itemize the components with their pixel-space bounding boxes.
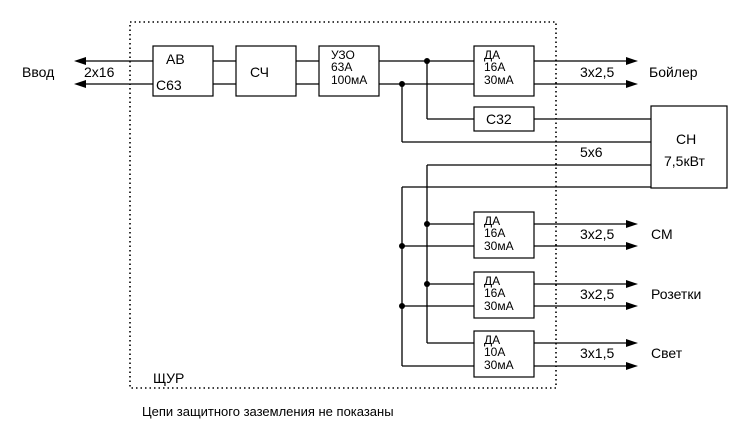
rcbo-light-current: 10А (484, 345, 505, 359)
rcbo-washer (473, 211, 535, 259)
input-wires (74, 57, 153, 88)
electric-meter (235, 45, 297, 97)
rcbo-washer-type: ДА (484, 214, 500, 228)
footnote: Цепи защитного заземления не показаны (142, 404, 394, 419)
washer-label: СМ (651, 226, 673, 242)
stove-label: СН (676, 131, 696, 147)
rcbo-sockets-leakage: 30мА (484, 299, 514, 313)
main-rcd-type: УЗО (331, 48, 355, 62)
rcbo-boiler-leakage: 30мА (484, 73, 514, 87)
panel-label: ЩУР (153, 370, 184, 386)
main-bus (379, 58, 651, 143)
stove-box (650, 105, 728, 189)
main-breaker-rating: С63 (156, 77, 182, 93)
washer-cable-label: 3x2,5 (580, 226, 614, 242)
stove-breaker-label: С32 (486, 111, 512, 127)
stove-power: 7,5кВт (664, 153, 705, 169)
rcbo-sockets-type: ДА (484, 274, 500, 288)
main-rcd (318, 45, 380, 97)
boiler-output-wires (534, 57, 638, 88)
rcbo-light-leakage: 30мА (484, 358, 514, 372)
rcbo-washer-leakage: 30мА (484, 239, 514, 253)
sockets-cable-label: 3x2,5 (580, 286, 614, 302)
rcbo-light-type: ДА (484, 333, 500, 347)
boiler-label: Бойлер (649, 64, 698, 80)
washer-output-wires (534, 220, 638, 250)
input-label: Ввод (22, 64, 54, 80)
boiler-cable-label: 3x2,5 (580, 64, 614, 80)
light-label: Свет (651, 345, 683, 361)
lower-group-bus (399, 164, 651, 367)
main-breaker-type: АВ (166, 51, 185, 67)
rcbo-sockets (473, 271, 535, 319)
rcbo-boiler-type: ДА (484, 48, 500, 62)
main-breaker (152, 45, 214, 97)
rcbo-boiler (473, 45, 535, 97)
rcbo-washer-current: 16А (484, 226, 505, 240)
stove-cable-label: 5x6 (580, 144, 603, 160)
rcbo-sockets-current: 16А (484, 286, 505, 300)
light-cable-label: 3x1,5 (580, 345, 614, 361)
panel-frame (129, 21, 557, 389)
sockets-output-wires (534, 280, 638, 310)
sockets-label: Розетки (651, 286, 701, 302)
rcbo-light (473, 330, 535, 378)
meter-label: СЧ (250, 64, 269, 80)
main-rcd-leakage: 100мА (331, 73, 367, 87)
input-cable-label: 2x16 (84, 64, 115, 80)
light-output-wires (534, 339, 638, 370)
main-rcd-current: 63А (331, 60, 352, 74)
rcbo-boiler-current: 16А (484, 60, 505, 74)
